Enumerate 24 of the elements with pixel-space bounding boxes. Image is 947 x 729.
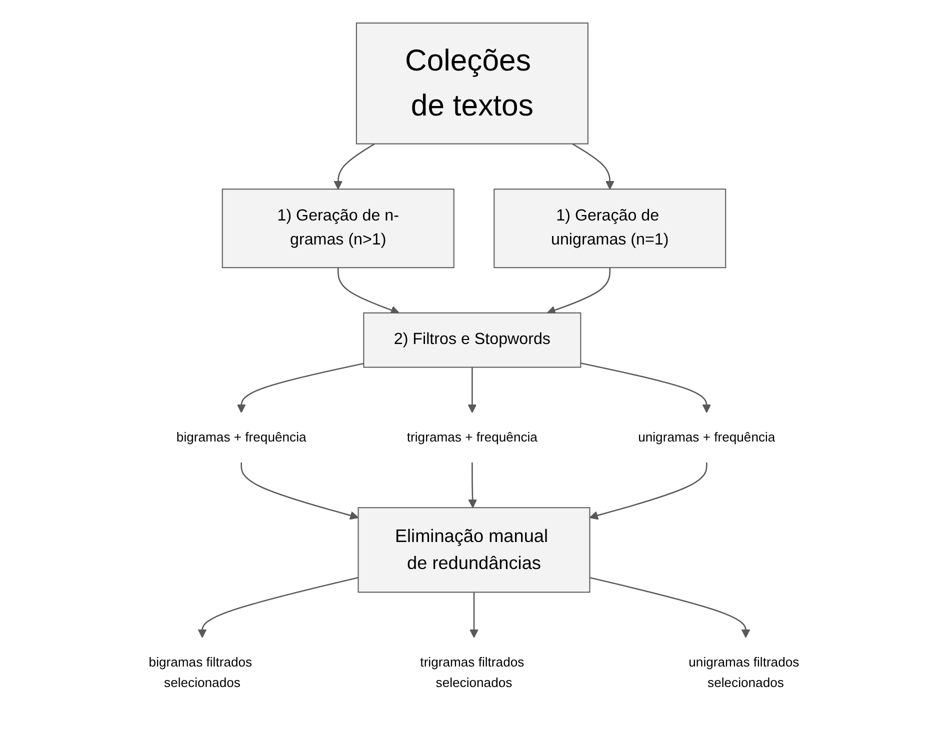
node-text: bigramas + frequência: [176, 429, 306, 444]
node-text: trigramas + frequência: [406, 429, 537, 444]
node-text: unigramas filtrados selecionados: [688, 654, 799, 689]
arrow: [546, 267, 610, 314]
node-box: 2) Filtros e Stopwords: [362, 312, 581, 368]
node-text: trigramas filtrados selecionados: [420, 654, 524, 689]
node-box: 1) Geração de unigramas (n=1): [493, 188, 726, 268]
arrow: [580, 362, 711, 412]
arrow: [236, 362, 364, 412]
node-box: Coleções de textos: [355, 22, 588, 144]
arrow: [588, 462, 707, 520]
node-text: unigramas + frequência: [638, 429, 775, 444]
arrow: [467, 366, 476, 412]
arrow: [333, 142, 375, 190]
arrow: [336, 267, 399, 314]
node-text: bigramas filtrados selecionados: [148, 654, 252, 689]
arrow: [571, 142, 614, 190]
arrow: [589, 576, 750, 638]
arrow: [240, 462, 358, 520]
node-box: Eliminação manual de redundâncias: [357, 506, 590, 592]
arrow: [469, 592, 478, 638]
node-box: 1) Geração de n-gramas (n>1): [221, 188, 454, 268]
arrow: [197, 576, 358, 638]
arrow: [468, 462, 477, 508]
